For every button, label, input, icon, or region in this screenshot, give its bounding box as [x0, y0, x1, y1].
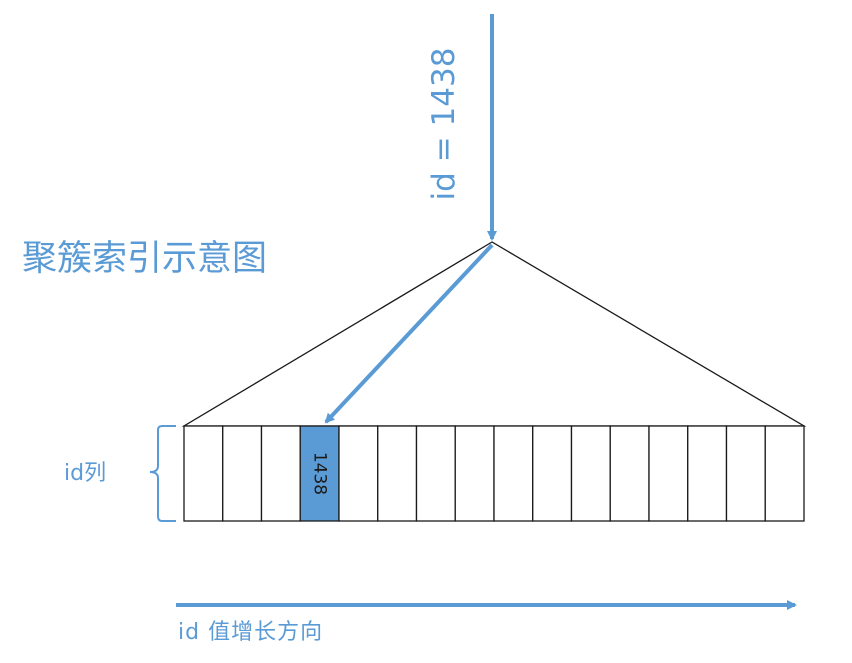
index-cell — [570, 425, 611, 522]
index-cell — [648, 425, 689, 522]
column-brace-icon — [149, 425, 176, 522]
direction-label: id 值增长方向 — [178, 620, 324, 645]
index-cell — [454, 425, 495, 522]
lookup-arrow — [324, 243, 494, 424]
index-cell — [377, 425, 418, 522]
index-cell — [493, 425, 534, 522]
index-cell — [687, 425, 728, 522]
index-cell — [338, 425, 379, 522]
index-cell — [260, 425, 301, 522]
index-cell — [725, 425, 766, 522]
diagram-title: 聚簇索引示意图 — [22, 239, 268, 279]
index-cell — [222, 425, 263, 522]
index-row-cells: 1438 — [183, 425, 805, 522]
index-cell — [415, 425, 456, 522]
index-cell — [609, 425, 650, 522]
index-tree-triangle — [181, 241, 807, 427]
index-cell — [183, 425, 224, 522]
index-cell-highlighted — [299, 425, 340, 522]
column-label: id列 — [64, 461, 107, 486]
index-cell — [764, 425, 805, 522]
highlighted-cell-value: 1438 — [310, 452, 330, 495]
index-cell — [532, 425, 573, 522]
query-label: id = 1438 — [426, 47, 462, 201]
